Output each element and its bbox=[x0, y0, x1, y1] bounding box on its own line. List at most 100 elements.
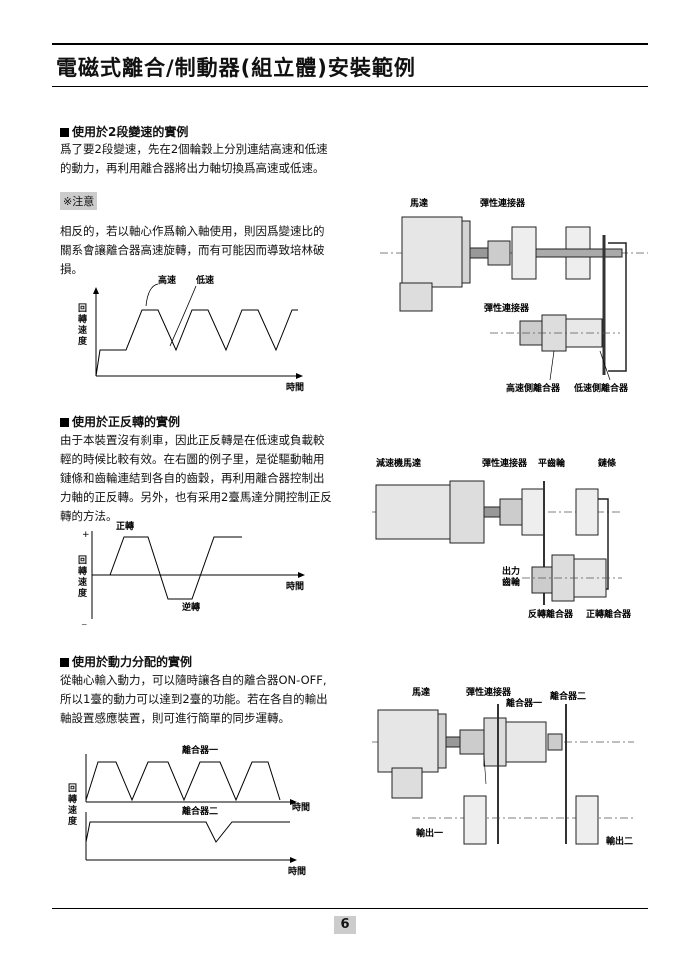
note-badge: ※注意 bbox=[60, 192, 98, 210]
pointer bbox=[483, 755, 487, 785]
section2-line: 輕的時候比較有效。在右圖的例子里，是從驅動軸用 bbox=[60, 452, 325, 466]
bottom-rule bbox=[52, 908, 648, 909]
coupler bbox=[487, 240, 511, 266]
note-line: 損。 bbox=[60, 262, 83, 276]
section1-line: 的動力，再利用離合器將出力軸切換爲高速或低速。 bbox=[60, 161, 325, 175]
label-forward: 正轉 bbox=[116, 520, 134, 532]
motor-flange bbox=[437, 713, 447, 769]
motor-flange bbox=[461, 220, 471, 284]
shaft bbox=[445, 736, 461, 748]
section3-heading: 使用於動力分配的實例 bbox=[60, 653, 192, 670]
label-clutch-high: 高速側離合器 bbox=[506, 382, 561, 394]
motor-body bbox=[401, 216, 463, 288]
section1-line: 爲了要2段變速，先在2個輪穀上分別連結高速和低速 bbox=[60, 142, 328, 156]
page-title: 電磁式離合/制動器(組立體)安裝範例 bbox=[56, 56, 416, 80]
label-plus: + bbox=[82, 530, 90, 540]
motor-body bbox=[377, 709, 439, 773]
bearing-1 bbox=[521, 488, 545, 536]
label-out2: 輸出二 bbox=[606, 835, 633, 847]
section3-line: 軸設置感應裝置，則可進行簡單的同步運轉。 bbox=[60, 711, 290, 725]
label-minus: _ bbox=[81, 616, 87, 625]
clutch1 bbox=[483, 717, 507, 767]
label-gear-motor: 減速機馬達 bbox=[376, 457, 421, 469]
clutch2 bbox=[547, 733, 563, 751]
note-line: 關系會讓離合器高速旋轉，而有可能因而導致培林破 bbox=[60, 243, 325, 257]
section2-paragraph: 由于本裝置沒有刹車，因此正反轉是在低速或負載較 輕的時候比較有效。在右圖的例子里… bbox=[60, 431, 332, 526]
y-label-1: 回轉速度 bbox=[78, 304, 88, 347]
label-clutch-fwd: 正轉離合器 bbox=[586, 608, 632, 620]
section3-line: 所以1臺的動力可以達到2臺的功能。若在各自的輸出 bbox=[60, 692, 328, 706]
low-pointer bbox=[169, 285, 197, 347]
label-coupler: 彈性連接器 bbox=[466, 686, 512, 698]
two-speed-diagram: 馬達 彈性連接器 彈性連接器 高速側離合器 低速側離合器 bbox=[380, 197, 648, 394]
fwd-rev-diagram: 減速機馬達 彈性連接器 平齒輪 鏈條 出力 齒輪 反轉離合器 正轉離合器 bbox=[372, 457, 632, 620]
top-rule bbox=[52, 43, 648, 45]
belt bbox=[608, 242, 627, 372]
label-clutch2: 離合器二 bbox=[550, 690, 586, 702]
label-clutch1: 離合器一 bbox=[506, 697, 542, 709]
page-number: 6 bbox=[334, 916, 356, 934]
label-clutch2: 離合器二 bbox=[182, 805, 218, 817]
x-label: 時間 bbox=[286, 580, 304, 592]
coupler bbox=[459, 729, 485, 755]
label-reverse: 逆轉 bbox=[182, 601, 200, 613]
x-label: 時間 bbox=[286, 381, 304, 393]
section2-line: 轉的方法。 bbox=[60, 509, 118, 523]
motor-box bbox=[391, 767, 423, 799]
power-split-diagram: 馬達 彈性連接器 離合器一 離合器二 輸出一 輸出二 bbox=[372, 686, 634, 847]
title-rule bbox=[52, 86, 648, 87]
shaft bbox=[483, 506, 501, 518]
note-line: 相反的，若以軸心作爲輸入軸使用，則因爲變速比的 bbox=[60, 224, 325, 238]
bearing-out2 bbox=[575, 795, 599, 845]
rotation-line bbox=[92, 536, 242, 600]
label-motor: 馬達 bbox=[409, 197, 428, 209]
speed-chart-2: + _ 正轉 逆轉 時間 bbox=[81, 520, 305, 625]
bearing-2 bbox=[575, 488, 599, 536]
section3-line: 從軸心輸入動力，可以隨時讓各自的離合器ON-OFF, bbox=[60, 673, 327, 687]
label-coupler-top: 彈性連接器 bbox=[480, 197, 526, 209]
label-output-gear: 齒輪 bbox=[502, 576, 521, 588]
output-gear bbox=[531, 566, 553, 594]
gear-reducer bbox=[449, 480, 485, 544]
section3-paragraph: 從軸心輸入動力，可以隨時讓各自的離合器ON-OFF, 所以1臺的動力可以達到2臺… bbox=[60, 671, 328, 728]
section1-paragraph: 爲了要2段變速，先在2個輪穀上分別連結高速和低速 的動力，再利用離合器將出力軸切… bbox=[60, 140, 328, 178]
label-clutch-rev: 反轉離合器 bbox=[528, 608, 574, 620]
drive-shaft bbox=[535, 248, 623, 258]
section2-line: 鏈條和齒輪連結到各自的齒穀，再利用離合器控制出 bbox=[60, 471, 325, 485]
label-out1: 輸出一 bbox=[416, 827, 443, 839]
label-clutch-low: 低速側離合器 bbox=[573, 382, 629, 394]
clutch2-line bbox=[85, 821, 290, 843]
label-coupler: 彈性連接器 bbox=[482, 457, 528, 469]
section2-heading: 使用於正反轉的實例 bbox=[60, 413, 180, 430]
shaft bbox=[469, 247, 489, 259]
label-low: 低速 bbox=[195, 274, 214, 286]
pointer bbox=[599, 350, 611, 381]
label-motor: 馬達 bbox=[411, 686, 430, 698]
section1-heading: 使用於2段變速的實例 bbox=[60, 123, 188, 140]
y-label-3: 回轉速度 bbox=[68, 784, 78, 827]
section2-line: 力軸的正反轉。另外，也有采用2臺馬達分開控制正反 bbox=[60, 490, 332, 504]
y-label-2: 回轉速度 bbox=[78, 556, 88, 599]
speed-line bbox=[95, 309, 298, 377]
clutch1-body bbox=[505, 721, 547, 763]
x-label-bottom: 時間 bbox=[288, 865, 306, 876]
speed-chart-1: 高速 低速 時間 bbox=[93, 274, 304, 393]
label-clutch1: 離合器一 bbox=[182, 744, 218, 756]
coupler bbox=[499, 498, 523, 526]
label-output-gear: 出力 bbox=[502, 565, 520, 577]
label-gear: 平齒輪 bbox=[538, 457, 566, 469]
label-high: 高速 bbox=[158, 274, 176, 286]
bearing-out1 bbox=[463, 795, 487, 845]
gear-motor-body bbox=[375, 484, 451, 540]
motor-box bbox=[399, 282, 433, 312]
pointer bbox=[549, 350, 555, 381]
speed-chart-3: 離合器一 離合器二 時間 時間 bbox=[85, 744, 310, 876]
clutch1-line bbox=[85, 761, 281, 802]
note-paragraph: 相反的，若以軸心作爲輸入軸使用，則因爲變速比的 關系會讓離合器高速旋轉，而有可能… bbox=[60, 222, 325, 279]
bearing-1 bbox=[511, 226, 537, 280]
x-label-top: 時間 bbox=[292, 801, 310, 813]
section2-line: 由于本裝置沒有刹車，因此正反轉是在低速或負載較 bbox=[60, 433, 325, 447]
label-chain: 鏈條 bbox=[598, 457, 617, 469]
label-coupler-low: 彈性連接器 bbox=[484, 302, 530, 314]
high-pointer bbox=[145, 283, 159, 307]
